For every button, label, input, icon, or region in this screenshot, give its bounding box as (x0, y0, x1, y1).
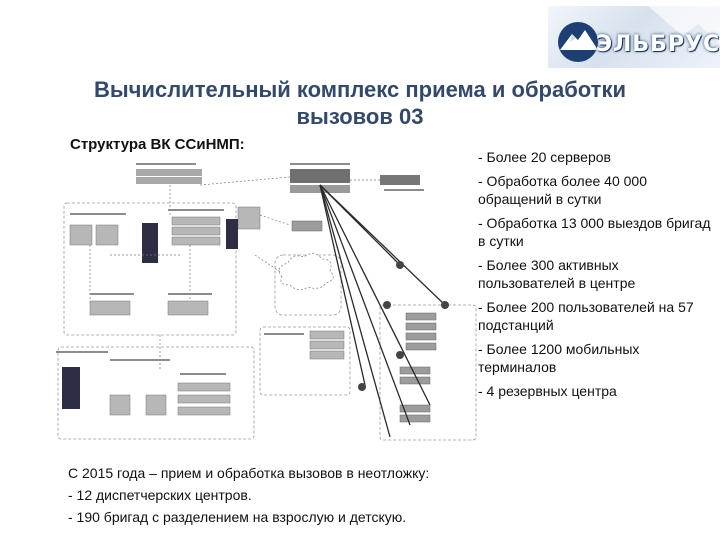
network-diagram (50, 155, 478, 445)
structure-label: Структура ВК ССиНМП: (70, 136, 245, 153)
list-item: - Обработка более 40 000 обращений в сут… (478, 173, 647, 207)
footer-line-2: - 12 диспетчерских центров. (68, 487, 252, 503)
list-item: - Более 20 серверов (478, 149, 611, 165)
list-item: - Более 200 пользователей на 57 подстанц… (478, 299, 694, 333)
footer-notes: С 2015 года – прием и обработка вызовов … (68, 462, 688, 528)
list-item: - Обработка 13 000 выездов бригад в сутк… (478, 215, 711, 249)
title-line-2: вызовов 03 (296, 104, 424, 129)
core-switch (136, 169, 420, 193)
list-item: - Более 300 активных пользователей в цен… (478, 257, 636, 291)
list-item: - 4 резервных центра (478, 383, 617, 399)
list-item: - Более 1200 мобильных терминалов (478, 341, 640, 375)
footer-line-3: - 190 бригад с разделением на взрослую и… (68, 509, 407, 525)
stats-list: - Более 20 серверов - Обработка более 40… (478, 148, 714, 406)
footer-line-1: С 2015 года – прием и обработка вызовов … (68, 465, 430, 481)
network-diagram-image (56, 163, 477, 441)
elbrus-logo: ЭЛЬБРУС (548, 6, 720, 68)
mountain-icon (558, 6, 720, 62)
page-title: Вычислительный комплекс приема и обработ… (40, 76, 680, 130)
logo-text: ЭЛЬБРУС (596, 32, 720, 57)
title-line-1: Вычислительный комплекс приема и обработ… (93, 77, 626, 102)
